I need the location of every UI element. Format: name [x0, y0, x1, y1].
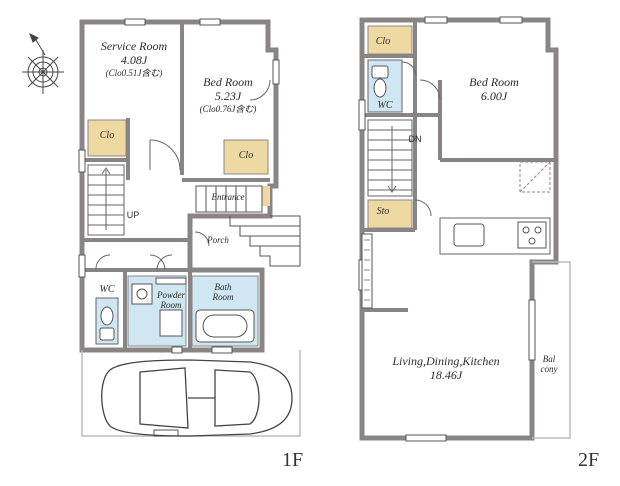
- balcony-outline: [532, 261, 571, 439]
- porch-steps: [195, 185, 301, 267]
- service-room-size: 4.08J: [120, 52, 148, 67]
- closet-2f: [367, 25, 413, 55]
- clo-bed-label: Clo: [238, 150, 254, 161]
- first-floor-plan: [78, 18, 301, 437]
- ldk-label: Living,Dining,Kitchen 18.46J: [368, 354, 524, 383]
- sto-2f-label: Sto: [376, 206, 390, 217]
- stairs-2f: [367, 119, 413, 197]
- bed-room-2f-label: Bed Room 6.00J: [452, 75, 536, 104]
- car-icon: [101, 359, 293, 437]
- clo-2f-label: Clo: [375, 36, 391, 47]
- toilet-icon: [367, 59, 403, 113]
- fridge-space: [519, 161, 551, 193]
- bath-room-label: Bath Room: [212, 282, 234, 303]
- bed-room-1f-size: 5.23J: [214, 88, 242, 103]
- toilet-icon: [95, 297, 119, 345]
- dn-mark: DN: [408, 134, 422, 144]
- balcony-label: Bal cony: [540, 354, 558, 375]
- bed-room-1f-label: Bed Room 5.23J (Clo0.76J含む): [186, 75, 270, 114]
- parking-area: [81, 350, 301, 437]
- service-room-name: Service Room: [100, 39, 168, 53]
- clo-service-label: Clo: [99, 130, 115, 141]
- closet-bed-room: [223, 139, 269, 175]
- closet-service-room: [87, 119, 127, 157]
- sink-icon: [131, 283, 153, 305]
- compass-icon: [22, 32, 64, 94]
- up-mark: UP: [126, 210, 140, 220]
- wc-1f-label: WC: [99, 284, 115, 295]
- stove-icon: [517, 221, 547, 249]
- second-floor-plan: [358, 16, 571, 442]
- ldk-size: 18.46J: [429, 367, 463, 382]
- wc-2f-label: WC: [377, 100, 393, 111]
- entrance-label: Entrance: [211, 192, 245, 202]
- first-floor-label: 1F: [282, 449, 304, 471]
- bed-room-1f-name: Bed Room: [203, 75, 253, 89]
- service-room-label: Service Room 4.08J (Clo0.51J含む): [98, 39, 170, 78]
- ldk-name: Living,Dining,Kitchen: [392, 354, 500, 368]
- stairs-1f: [87, 164, 125, 236]
- storage-2f: [367, 199, 413, 229]
- bed-room-2f-size: 6.00J: [480, 88, 508, 103]
- porch-label: Porch: [207, 235, 229, 245]
- powder-room-label: Powder Room: [157, 290, 185, 311]
- bed-room-2f-name: Bed Room: [469, 75, 519, 89]
- bathtub-icon: [195, 309, 255, 343]
- sink-icon: [453, 223, 485, 247]
- service-room-note: (Clo0.51J含む): [105, 67, 163, 78]
- bed-room-1f-note: (Clo0.76J含む): [199, 103, 257, 114]
- second-floor-label: 2F: [578, 449, 600, 471]
